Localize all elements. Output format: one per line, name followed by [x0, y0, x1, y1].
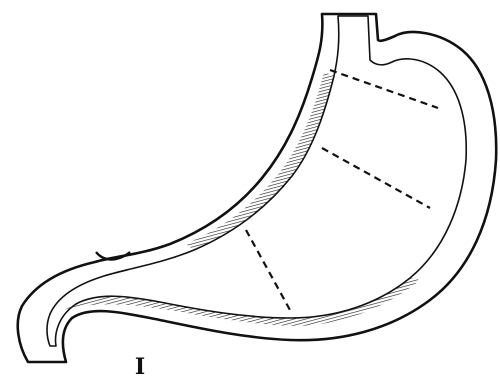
figure-label: I [135, 354, 145, 380]
